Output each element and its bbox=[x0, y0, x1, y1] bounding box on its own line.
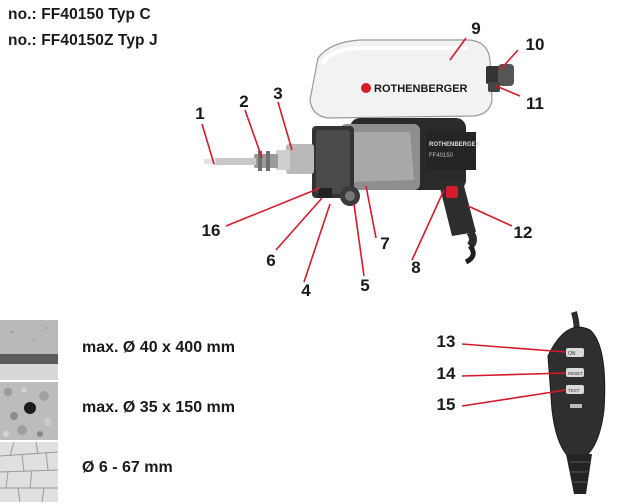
callout-13: 13 bbox=[436, 332, 456, 351]
prcd-test-button bbox=[566, 385, 584, 394]
concrete-material-image bbox=[0, 320, 58, 380]
prcd-on-label: ON bbox=[568, 351, 576, 357]
callout-4: 4 bbox=[301, 281, 311, 300]
callout-11: 11 bbox=[526, 94, 544, 113]
tank-logo-text: ROTHENBERGER bbox=[374, 83, 468, 95]
callout-7: 7 bbox=[380, 234, 390, 253]
power-cable bbox=[464, 244, 476, 265]
callout-6: 6 bbox=[266, 251, 276, 270]
capacity-concrete: max. Ø 40 x 400 mm bbox=[82, 339, 235, 356]
callout-8: 8 bbox=[411, 258, 421, 277]
water-tank: ROTHENBERGER bbox=[309, 39, 514, 119]
callout-9: 9 bbox=[471, 19, 481, 38]
motor-body: ROTHENBERGER FF40150 bbox=[340, 118, 481, 249]
callout-14: 14 bbox=[436, 364, 456, 383]
spindle-assembly bbox=[204, 144, 314, 174]
gear-head bbox=[312, 126, 360, 206]
callout-2: 2 bbox=[239, 92, 249, 111]
callout-10: 10 bbox=[525, 35, 545, 54]
callout-lines bbox=[201, 37, 521, 283]
prcd-reset-button bbox=[566, 368, 584, 377]
model-number-typ-c: no.: FF40150 Typ C bbox=[8, 6, 151, 23]
reinforced-concrete-material-image bbox=[0, 382, 58, 440]
model-number-typ-j: no.: FF40150Z Typ J bbox=[8, 32, 158, 49]
prcd-test-label: TEST bbox=[568, 388, 580, 393]
capacity-reinforced-concrete: max. Ø 35 x 150 mm bbox=[82, 399, 235, 416]
callout-3: 3 bbox=[273, 84, 283, 103]
callout-16: 16 bbox=[201, 221, 221, 240]
motor-label-model: FF40150 bbox=[429, 153, 454, 159]
prcd-on-button bbox=[566, 348, 584, 357]
capacity-tiles: Ø 6 - 67 mm bbox=[82, 459, 173, 476]
callout-1: 1 bbox=[195, 104, 205, 123]
tiles-material-image bbox=[0, 442, 58, 502]
motor-label-brand: ROTHENBERGER bbox=[429, 142, 481, 148]
prcd-callout-lines bbox=[461, 343, 567, 407]
trigger-switch bbox=[446, 186, 458, 198]
rothenberger-logo-mark bbox=[361, 83, 371, 93]
prcd-reset-label: RESET bbox=[568, 371, 583, 376]
prcd-unit: ON RESET TEST bbox=[547, 311, 606, 494]
callout-5: 5 bbox=[360, 276, 370, 295]
callout-15: 15 bbox=[436, 395, 456, 414]
callout-12: 12 bbox=[513, 223, 533, 242]
